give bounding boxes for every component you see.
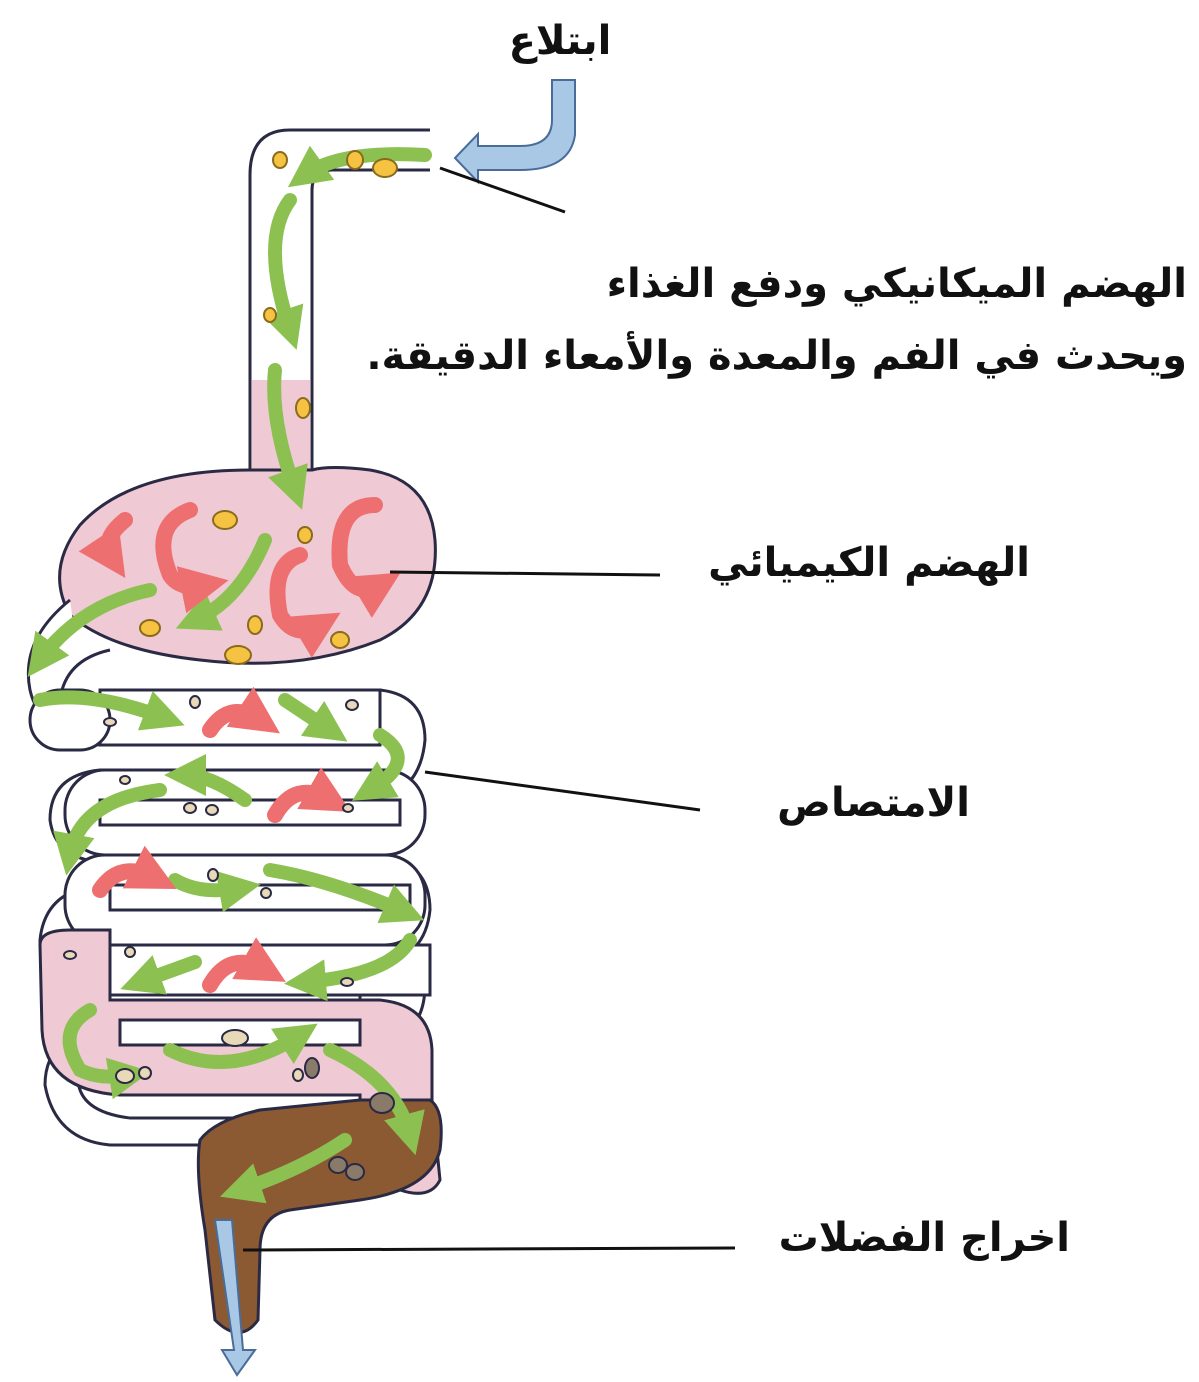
particle xyxy=(222,1030,248,1046)
particle xyxy=(206,805,218,815)
food-particle xyxy=(296,398,310,418)
chemical-digestion-label: الهضم الكيميائي xyxy=(560,540,1030,586)
food-particle xyxy=(331,632,349,648)
particle xyxy=(104,718,116,726)
food-particle xyxy=(225,646,251,664)
particle xyxy=(116,1069,134,1083)
particle xyxy=(125,947,135,957)
absorption-label: الامتصاص xyxy=(640,780,970,826)
food-particle xyxy=(373,159,397,177)
particle xyxy=(184,803,196,813)
food-particle xyxy=(264,308,276,322)
particle xyxy=(346,1164,364,1180)
particle xyxy=(343,804,353,812)
particle xyxy=(190,696,200,708)
mechanical-digestion-line-2: ويحدث في الفم والمعدة والأمعاء الدقيقة. xyxy=(427,320,1187,392)
particle xyxy=(261,888,271,898)
particle xyxy=(139,1067,151,1079)
food-particle xyxy=(347,151,363,169)
ingestion-arrow xyxy=(455,80,575,182)
particle xyxy=(208,869,218,881)
particle xyxy=(120,776,130,784)
leader-line-excretion xyxy=(243,1248,735,1250)
food-particle xyxy=(140,620,160,636)
particle xyxy=(305,1058,319,1078)
mechanical-digestion-line-1: الهضم الميكانيكي ودفع الغذاء xyxy=(427,248,1187,320)
food-particle xyxy=(213,511,237,529)
particle xyxy=(341,978,353,986)
ingestion-label: ابتلاع xyxy=(470,18,650,64)
food-particle xyxy=(273,152,287,168)
excretion-label: اخراج الفضلات xyxy=(700,1215,1070,1261)
particle xyxy=(329,1157,347,1173)
particle xyxy=(370,1093,394,1113)
leader-line-mechanical xyxy=(440,168,565,212)
food-particle xyxy=(298,527,312,543)
particle xyxy=(64,951,76,959)
mechanical-digestion-label: الهضم الميكانيكي ودفع الغذاء ويحدث في ال… xyxy=(427,248,1187,392)
particle xyxy=(346,700,358,710)
food-particle xyxy=(248,616,262,634)
particle xyxy=(293,1069,303,1081)
